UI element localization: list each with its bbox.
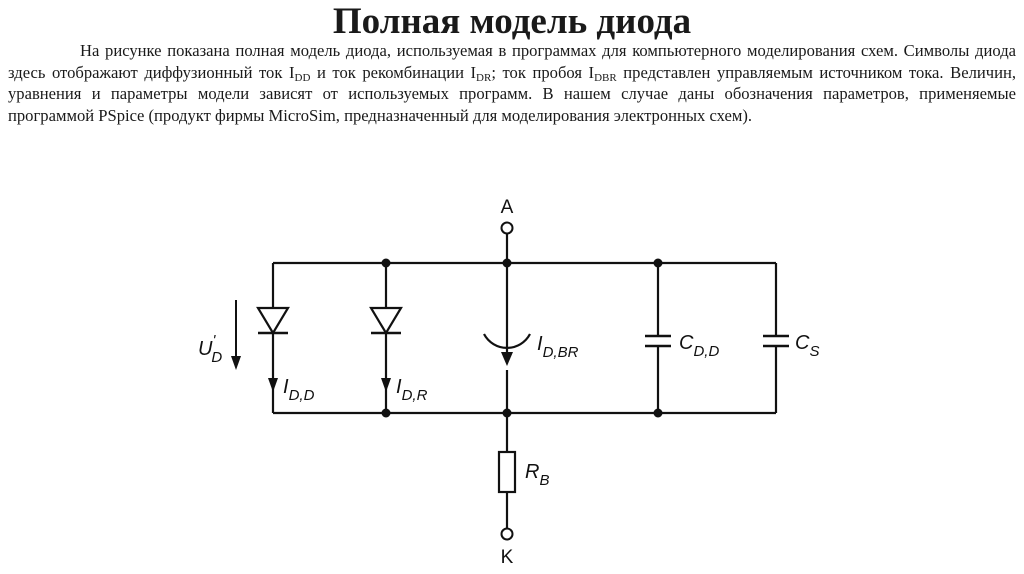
current-arrow-diffusion [268, 378, 278, 392]
anode-terminal [500, 221, 514, 235]
junction-dot [381, 408, 391, 418]
capacitor-diffusion-main: C [679, 332, 694, 354]
voltage-label-sub: D [211, 349, 222, 366]
resistor-symbol [497, 450, 517, 494]
paragraph-text-1: На рисунке показана полная модель диода,… [8, 41, 1016, 82]
capacitor-diffusion-sub: D,D [693, 343, 719, 360]
circuit-wires [271, 234, 778, 528]
diffusion-current-label: ID,D [283, 376, 315, 404]
recombination-current-label: ID,R [396, 376, 428, 404]
capacitor-junction-main: C [795, 332, 810, 354]
current-arrow-recombination [381, 378, 391, 392]
junction-dot [653, 258, 663, 268]
resistor-main: R [525, 461, 539, 483]
page-title: Полная модель диода [332, 1, 692, 42]
breakdown-current-main: I [537, 333, 543, 355]
voltage-label: U'D [198, 332, 222, 366]
voltage-arrow-icon [231, 300, 241, 370]
capacitor-junction-label: CS [795, 332, 819, 360]
description-paragraph: На рисунке показана полная модель диода,… [8, 40, 1016, 126]
subscript-dd: DD [294, 71, 311, 84]
diode-recombination-symbol [369, 306, 403, 336]
anode-label: A [501, 197, 514, 218]
current-source-symbol [483, 320, 531, 366]
breakdown-current-label: ID,BR [537, 333, 579, 361]
capacitor-diffusion-label: CD,D [679, 332, 719, 360]
junction-dot [502, 408, 512, 418]
paragraph-text-2: и ток рекомбинации I [310, 62, 477, 82]
recombination-current-sub: D,R [402, 387, 428, 404]
junction-dot [653, 408, 663, 418]
subscript-dr: DR [476, 71, 492, 84]
diode-diffusion-symbol [256, 306, 290, 336]
paragraph-text-4: представлен управляемым источником тока.… [8, 62, 1016, 125]
diffusion-current-sub: D,D [289, 387, 315, 404]
resistor-sub: B [539, 472, 549, 489]
cathode-label: K [501, 547, 514, 568]
capacitor-diffusion-symbol [645, 334, 671, 348]
voltage-label-prime: ' [212, 332, 216, 349]
cathode-terminal [500, 527, 514, 541]
subscript-dbr: DBR [594, 71, 617, 84]
junction-dot [381, 258, 391, 268]
breakdown-current-sub: D,BR [543, 344, 579, 361]
capacitor-junction-sub: S [809, 343, 819, 360]
junction-dots [381, 258, 663, 418]
capacitor-junction-symbol [763, 334, 789, 348]
recombination-current-main: I [396, 376, 402, 398]
junction-dot [502, 258, 512, 268]
paragraph-text-3: ; ток пробоя I [491, 62, 595, 82]
resistor-label: RB [525, 461, 549, 489]
diffusion-current-main: I [283, 376, 289, 398]
voltage-label-main: U [198, 338, 213, 360]
